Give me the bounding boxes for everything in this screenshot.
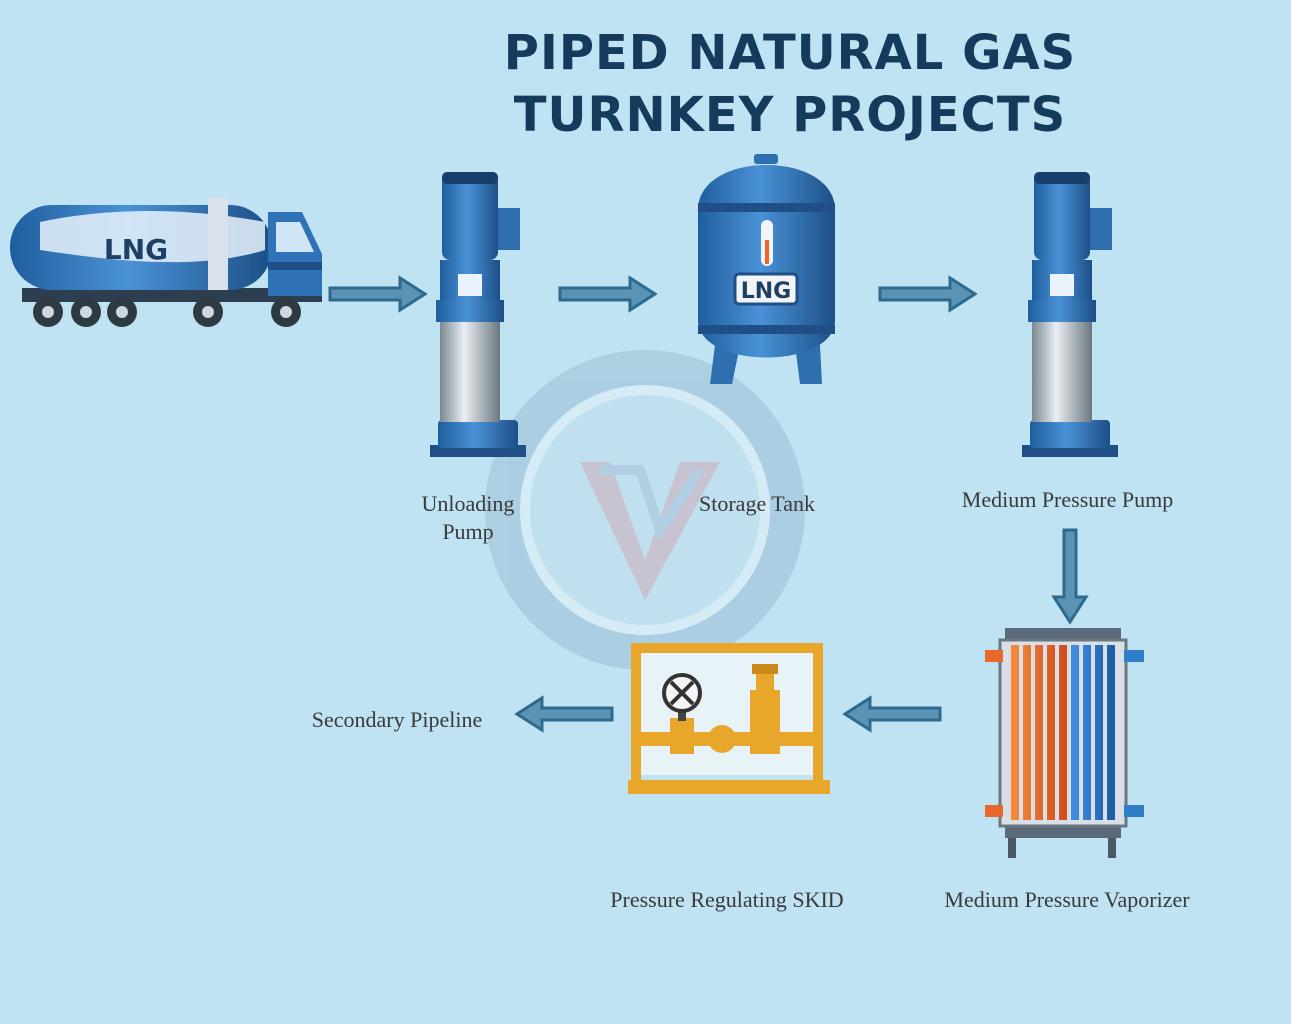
label-secondary-pipeline: Secondary Pipeline xyxy=(311,707,483,732)
medium-pressure-pump-icon xyxy=(1022,172,1118,457)
unloading-pump-icon xyxy=(430,172,526,457)
flow-arrow-truck-to-pump xyxy=(328,275,428,313)
flow-arrow-mp-pump-to-vaporizer xyxy=(1051,528,1089,625)
lng-tanker-truck-icon xyxy=(10,198,322,327)
flow-arrow-skid-to-pipeline xyxy=(514,695,614,733)
label-pressure-regulating-skid: Pressure Regulating SKID xyxy=(610,887,844,912)
pressure-regulating-skid-icon xyxy=(628,643,830,794)
label-unloading-pump-line-2: Pump xyxy=(442,519,494,544)
flow-arrow-pump-to-tank xyxy=(558,275,658,313)
label-medium-pressure-pump: Medium Pressure Pump xyxy=(961,487,1174,512)
medium-pressure-vaporizer-icon xyxy=(985,628,1144,858)
title-line-2: TURNKEY PROJECTS xyxy=(513,87,1067,143)
storage-tank-icon xyxy=(698,154,835,384)
label-medium-pressure-vaporizer: Medium Pressure Vaporizer xyxy=(944,887,1190,912)
truck-lng-text: LNG xyxy=(104,233,168,266)
watermark-logo xyxy=(485,350,805,670)
title-line-1: PIPED NATURAL GAS xyxy=(503,25,1077,81)
flow-arrow-vaporizer-to-skid xyxy=(842,695,942,733)
diagram-title: PIPED NATURAL GAS TURNKEY PROJECTS xyxy=(440,22,1140,146)
storage-tank-lng-text: LNG xyxy=(741,279,792,304)
flow-arrow-tank-to-mp-pump xyxy=(878,275,978,313)
label-storage-tank: Storage Tank xyxy=(699,491,815,516)
label-unloading-pump: Unloading Pump xyxy=(400,490,536,546)
label-unloading-pump-line-1: Unloading xyxy=(421,491,515,516)
